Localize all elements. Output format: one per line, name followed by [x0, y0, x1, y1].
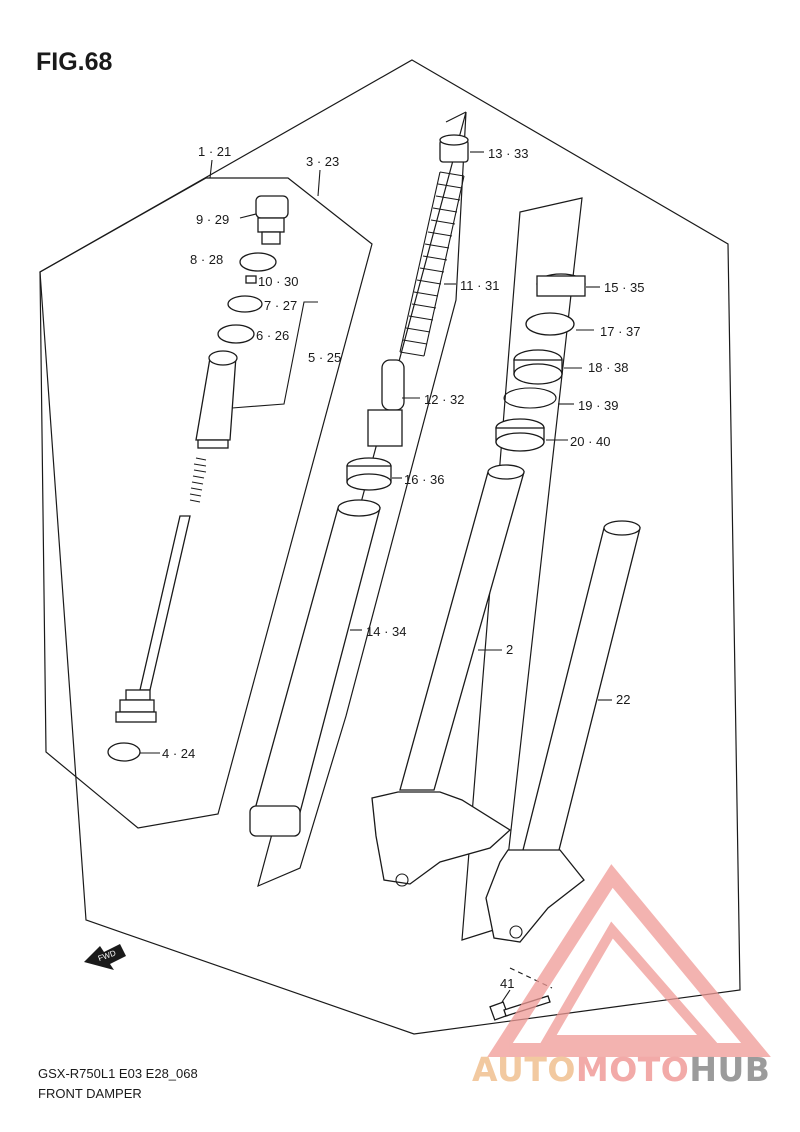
oil-seal: [513, 349, 563, 385]
callout-13-33: 13 · 33: [488, 146, 528, 161]
callout-3-23: 3 · 23: [306, 154, 339, 169]
dust-seal: [495, 418, 545, 452]
callout-9-29: 9 · 29: [196, 212, 229, 227]
callout-17-37: 17 · 37: [600, 324, 640, 339]
washer-ring: [227, 295, 263, 313]
cap-bolt: [239, 195, 289, 245]
callout-2: 2: [506, 642, 513, 657]
slide-bushing: [346, 457, 402, 491]
callout-8-28: 8 · 28: [190, 252, 223, 267]
callout-22: 22: [616, 692, 630, 707]
callout-5-25: 5 · 25: [308, 350, 341, 365]
figure-name: FRONT DAMPER: [38, 1086, 142, 1101]
watermark-part-moto: MOTO: [575, 1050, 690, 1089]
fwd-arrow-icon: [84, 944, 126, 970]
callout-11-31: 11 · 31: [460, 278, 500, 293]
damper-rod: [115, 515, 191, 723]
model-code: GSX-R750L1 E03 E28_068: [38, 1066, 198, 1081]
watermark-logo-icon: [487, 864, 771, 1057]
seal-ring: [217, 324, 255, 344]
snap-ring: [503, 387, 557, 409]
callout-18-38: 18 · 38: [588, 360, 628, 375]
figure-title: FIG.68: [36, 48, 113, 76]
main-spring: [399, 171, 465, 357]
watermark-part-auto: AUTO: [472, 1050, 576, 1089]
callout-7-27: 7 · 27: [264, 298, 297, 313]
spring-spacer: [367, 359, 420, 447]
inner-tube-right: [485, 520, 641, 943]
callout-14-34: 14 · 34: [366, 624, 406, 639]
inner-tube-left: [371, 464, 525, 887]
small-nut: [245, 275, 257, 284]
bushing: [536, 275, 586, 297]
callout-1-21: 1 · 21: [198, 144, 231, 159]
callout-12-32: 12 · 32: [424, 392, 464, 407]
callout-16-36: 16 · 36: [404, 472, 444, 487]
watermark-text: AUTOMOTOHUB: [472, 1050, 770, 1089]
callout-41: 41: [500, 976, 514, 991]
callout-6-26: 6 · 26: [256, 328, 289, 343]
callout-4-24: 4 · 24: [162, 746, 195, 761]
damper-cylinder: [195, 350, 238, 449]
bottom-ring: [107, 742, 141, 762]
watermark-part-hub: HUB: [689, 1050, 771, 1089]
adjuster-nut: [439, 134, 484, 163]
damper-assembly-panel: [39, 177, 373, 829]
callout-15-35: 15 · 35: [604, 280, 644, 295]
outer-tube: [249, 499, 381, 837]
inner-tube-panel: [461, 197, 583, 941]
small-spring: [189, 457, 207, 503]
washer: [525, 312, 575, 336]
callout-19-39: 19 · 39: [578, 398, 618, 413]
callout-20-40: 20 · 40: [570, 434, 610, 449]
o-ring: [239, 252, 277, 272]
callout-10-30: 10 · 30: [258, 274, 298, 289]
